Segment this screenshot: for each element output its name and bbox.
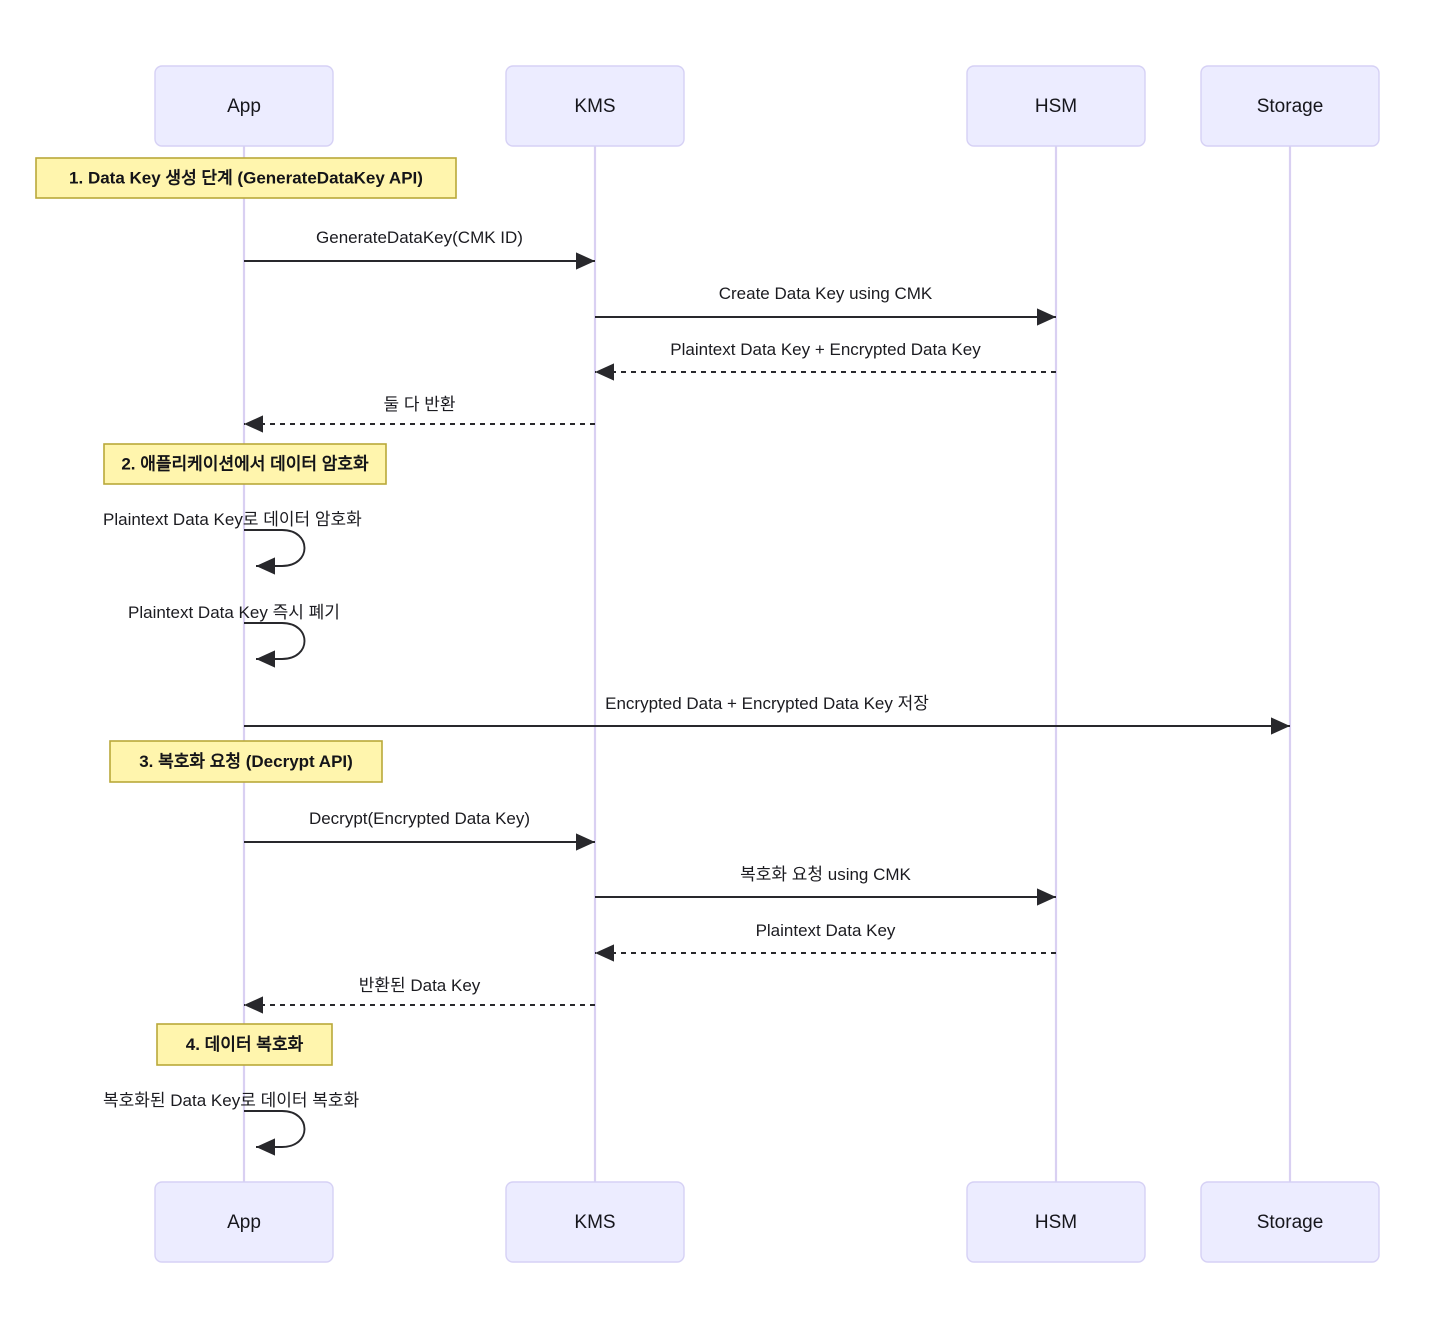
notes-group: 1. Data Key 생성 단계 (GenerateDataKey API) 2… [35,157,457,1066]
message-m5: Plaintext Data Key로 데이터 암호화 [103,510,362,575]
message-label-m8: Decrypt(Encrypted Data Key) [309,809,530,828]
message-label-m10: Plaintext Data Key [756,921,896,940]
participant-storage-top[interactable]: Storage [1200,65,1380,147]
message-m6: Plaintext Data Key 즉시 폐기 [128,603,340,668]
participant-label-kms: KMS [574,96,615,117]
message-label-m12: 복호화된 Data Key로 데이터 복호화 [103,1091,359,1110]
participant-box-storage[interactable] [1200,65,1380,147]
participant-kms-top[interactable]: KMS [505,65,685,147]
participant-hsm-top[interactable]: HSM [966,65,1146,147]
message-label-m7: Encrypted Data + Encrypted Data Key 저장 [605,694,929,713]
note-note4[interactable]: 4. 데이터 복호화 [156,1023,333,1066]
participant-label-kms: KMS [574,1212,615,1233]
participant-label-app: App [227,96,261,117]
participant-label-storage: Storage [1257,96,1324,117]
participant-storage-bottom[interactable]: Storage [1200,1181,1380,1263]
message-m7: Encrypted Data + Encrypted Data Key 저장 [244,694,1290,735]
message-m4: 둘 다 반환 [243,395,595,433]
participant-box-kms[interactable] [505,65,685,147]
participants-top-group: App KMS HSM Storage [154,65,1380,147]
participant-label-storage: Storage [1257,1212,1324,1233]
participant-box-hsm[interactable] [966,1181,1146,1263]
message-label-m5: Plaintext Data Key로 데이터 암호화 [103,510,362,529]
message-label-m3: Plaintext Data Key + Encrypted Data Key [670,340,981,359]
note-box-note4[interactable] [156,1023,333,1066]
participant-box-app[interactable] [154,65,334,147]
message-label-m2: Create Data Key using CMK [719,284,933,303]
note-note1[interactable]: 1. Data Key 생성 단계 (GenerateDataKey API) [35,157,457,199]
message-label-m4: 둘 다 반환 [383,395,455,414]
message-label-m11: 반환된 Data Key [359,976,481,995]
note-note3[interactable]: 3. 복호화 요청 (Decrypt API) [109,740,383,783]
note-box-note2[interactable] [103,443,387,485]
message-m3: Plaintext Data Key + Encrypted Data Key [595,340,1056,381]
note-label-note4: 4. 데이터 복호화 [186,1035,304,1054]
note-label-note1: 1. Data Key 생성 단계 (GenerateDataKey API) [69,168,423,187]
participant-label-hsm: HSM [1035,96,1077,117]
message-m2: Create Data Key using CMK [595,284,1056,326]
note-box-note3[interactable] [109,740,383,783]
messages-group: GenerateDataKey(CMK ID) Create Data Key u… [103,228,1290,1156]
participant-label-app: App [227,1212,261,1233]
message-m8: Decrypt(Encrypted Data Key) [244,809,595,851]
participant-label-hsm: HSM [1035,1212,1077,1233]
message-m10: Plaintext Data Key [595,921,1056,962]
message-label-m6: Plaintext Data Key 즉시 폐기 [128,603,340,622]
participant-box-hsm[interactable] [966,65,1146,147]
note-box-note1[interactable] [35,157,457,199]
message-label-m1: GenerateDataKey(CMK ID) [316,228,523,247]
participants-bottom-group: App KMS HSM Storage [154,1181,1380,1263]
participant-app-bottom[interactable]: App [154,1181,334,1263]
participant-box-kms[interactable] [505,1181,685,1263]
participant-kms-bottom[interactable]: KMS [505,1181,685,1263]
participant-box-storage[interactable] [1200,1181,1380,1263]
self-loop-arrow-m12 [244,1110,306,1156]
participant-box-app[interactable] [154,1181,334,1263]
note-label-note3: 3. 복호화 요청 (Decrypt API) [139,751,353,771]
self-loop-arrow-m5 [244,529,306,575]
message-m12: 복호화된 Data Key로 데이터 복호화 [103,1091,359,1156]
self-loop-arrow-m6 [244,622,306,668]
note-label-note2: 2. 애플리케이션에서 데이터 암호화 [121,454,369,473]
message-m1: GenerateDataKey(CMK ID) [244,228,595,270]
message-label-m9: 복호화 요청 using CMK [740,865,911,884]
message-m11: 반환된 Data Key [243,976,595,1014]
note-note2[interactable]: 2. 애플리케이션에서 데이터 암호화 [103,443,387,485]
participant-hsm-bottom[interactable]: HSM [966,1181,1146,1263]
message-m9: 복호화 요청 using CMK [595,865,1056,906]
participant-app-top[interactable]: App [154,65,334,147]
